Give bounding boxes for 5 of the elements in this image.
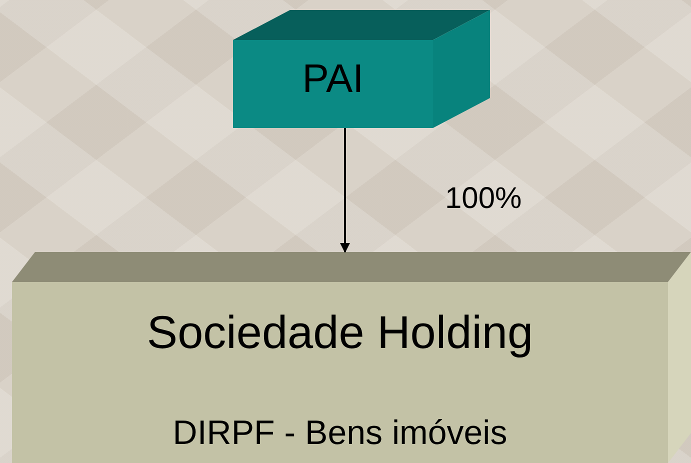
box-subtitle: DIRPF - Bens imóveis (172, 414, 508, 454)
edge-label: 100% (445, 182, 522, 216)
box-title: PAI (301, 56, 365, 102)
arrow (340, 128, 350, 253)
box-title: Sociedade Holding (146, 305, 534, 360)
